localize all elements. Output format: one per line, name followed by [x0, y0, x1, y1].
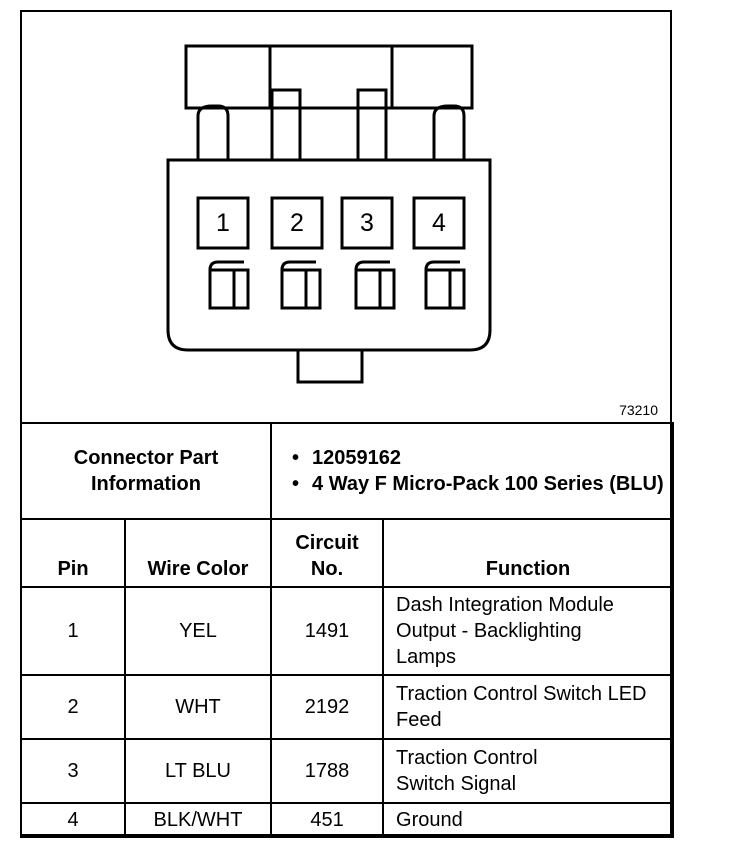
header-circuit: Circuit No. [270, 518, 385, 588]
wire-color-cell: BLK/WHT [123, 802, 273, 838]
circuit-cell: 1788 [270, 738, 385, 804]
header-wire-color: Wire Color [123, 518, 273, 588]
latch-tab-right [432, 104, 466, 160]
connector-latch [184, 44, 474, 110]
function-cell: Traction Control Switch LED Feed [382, 674, 675, 740]
connector-info-row: Connector Part Information 12059162 4 Wa… [19, 422, 675, 520]
pin-label-4: 4 [432, 209, 446, 237]
pin-cell: 4 [20, 802, 126, 838]
connector-info-label: Connector Part Information [19, 422, 273, 520]
connector-table: Connector Part Information 12059162 4 Wa… [19, 422, 675, 838]
header-pin: Pin [20, 518, 126, 588]
wire-color-cell: WHT [123, 674, 273, 740]
part-number: 12059162 [292, 445, 672, 471]
table-row: 1 YEL 1491 Dash Integration Module Outpu… [20, 586, 675, 676]
latch-tab-center-right [356, 88, 388, 162]
pin-label-3: 3 [360, 209, 374, 237]
connector-info-label-text: Connector Part Information [73, 447, 219, 495]
wire-color-cell: LT BLU [123, 738, 273, 804]
circuit-cell: 2192 [270, 674, 385, 740]
connector-description: 4 Way F Micro-Pack 100 Series (BLU) [292, 471, 672, 497]
pin-cell: 2 [20, 674, 126, 740]
function-cell: Traction Control Switch Signal [382, 738, 675, 804]
pin-label-2: 2 [290, 209, 304, 237]
function-text: Traction Control Switch Signal [396, 747, 538, 795]
connector-body [166, 158, 492, 352]
connector-key [296, 348, 364, 384]
connector-diagram: 1 2 3 4 73210 [22, 12, 670, 422]
pin-label-1: 1 [216, 209, 230, 237]
function-text: Dash Integration Module Output - Backlig… [396, 594, 614, 668]
latch-tab-center-left [270, 88, 302, 162]
function-cell: Ground [382, 802, 675, 838]
circuit-cell: 451 [270, 802, 385, 838]
wire-color-cell: YEL [123, 586, 273, 676]
table-row: 4 BLK/WHT 451 Ground [20, 802, 675, 838]
latch-tab-left [196, 104, 230, 160]
table-row: 2 WHT 2192 Traction Control Switch LED F… [20, 674, 675, 740]
header-row: Pin Wire Color Circuit No. Function [20, 518, 675, 588]
circuit-cell: 1491 [270, 586, 385, 676]
table-row: 3 LT BLU 1788 Traction Control Switch Si… [20, 738, 675, 804]
pin-cell: 3 [20, 738, 126, 804]
connector-info-values: 12059162 4 Way F Micro-Pack 100 Series (… [270, 422, 675, 520]
function-cell: Dash Integration Module Output - Backlig… [382, 586, 675, 676]
pin-cell: 1 [20, 586, 126, 676]
header-circuit-text: Circuit No. [295, 532, 359, 580]
header-function: Function [382, 518, 675, 588]
figure-code: 73210 [619, 402, 658, 418]
connector-drawing [166, 44, 492, 384]
connector-sheet: 1 2 3 4 73210 Connector Part Information… [19, 10, 675, 838]
